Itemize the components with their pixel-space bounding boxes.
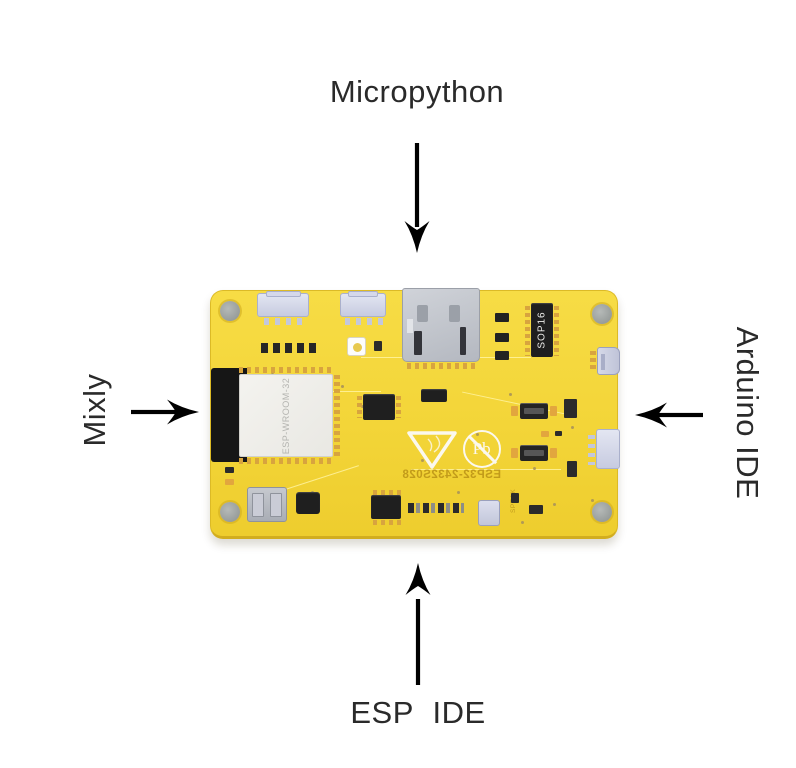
ic-chip: [363, 394, 395, 420]
module-castellations: [239, 367, 333, 373]
qfn-ic-chip: [296, 492, 320, 514]
transistor: [567, 461, 577, 477]
capacitor: [541, 431, 549, 437]
ic-chip: [371, 495, 401, 519]
arrow-up-icon: [404, 561, 432, 685]
solder-pad: [550, 448, 557, 458]
chip-pins: [396, 396, 401, 418]
label-micropython: Micropython: [329, 74, 505, 109]
solder-pad: [550, 406, 557, 416]
mounting-hole: [592, 502, 612, 522]
small-ic-chip: [421, 389, 447, 402]
mounting-hole: [220, 502, 240, 522]
arrow-left-icon: [633, 401, 703, 429]
chip-pins: [373, 490, 401, 495]
connector-pins: [588, 435, 595, 465]
resistor: [225, 467, 234, 473]
label-arduino-ide: Arduino IDE: [730, 326, 765, 500]
sop16-chip: SOP16: [531, 303, 553, 357]
sop16-chip-label: SOP16: [536, 311, 548, 349]
solder-pad: [511, 406, 518, 416]
jst-connector: [257, 291, 309, 317]
transistor: [564, 399, 577, 418]
esp32-dev-board: SOP16 ESP-WROOM-32 Pb: [210, 288, 620, 539]
resistor: [555, 431, 562, 436]
solder-pad: [511, 448, 518, 458]
arrow-right-icon: [131, 398, 201, 426]
passive-component-row: [408, 503, 464, 513]
module-castellations: [239, 458, 333, 464]
connector-pins: [345, 318, 383, 325]
board-name-silkscreen: ESP32-2432S028: [401, 469, 502, 481]
capacitor: [225, 479, 234, 485]
battery-connector: [247, 487, 287, 522]
transistor: [495, 313, 509, 322]
pb-free-icon: Pb: [463, 430, 501, 468]
speaker-connector: [478, 500, 500, 526]
sd-card-slot: [402, 288, 480, 362]
transistor: [511, 493, 519, 503]
label-esp-ide: ESP IDE: [350, 695, 486, 730]
transistor: [495, 333, 509, 342]
chip-pins: [525, 306, 530, 356]
voltage-regulator: [520, 445, 548, 461]
transistor: [495, 351, 509, 360]
module-castellations: [334, 375, 340, 457]
connector-pins: [407, 363, 475, 369]
mounting-hole: [220, 301, 240, 321]
chip-pins: [554, 306, 559, 356]
connector-pins: [590, 351, 596, 371]
label-mixly: Mixly: [77, 373, 112, 447]
rgb-led: [347, 337, 366, 356]
connector-pins: [264, 318, 304, 325]
triangle-mark-icon: [404, 427, 460, 471]
jst-connector: [340, 291, 386, 317]
chip-pins: [357, 396, 362, 418]
esp32-module: ESP-WROOM-32: [239, 374, 333, 457]
micro-usb-connector: [597, 347, 620, 375]
resistor-row: [261, 343, 321, 353]
transistor: [529, 505, 543, 514]
capacitor: [374, 341, 382, 351]
esp32-module-label: ESP-WROOM-32: [281, 377, 291, 454]
jst-connector: [596, 429, 620, 469]
voltage-regulator: [520, 403, 548, 419]
arrow-down-icon: [403, 143, 431, 255]
pcb-trace: [411, 469, 561, 470]
mounting-hole: [592, 304, 612, 324]
chip-pins: [373, 520, 401, 525]
